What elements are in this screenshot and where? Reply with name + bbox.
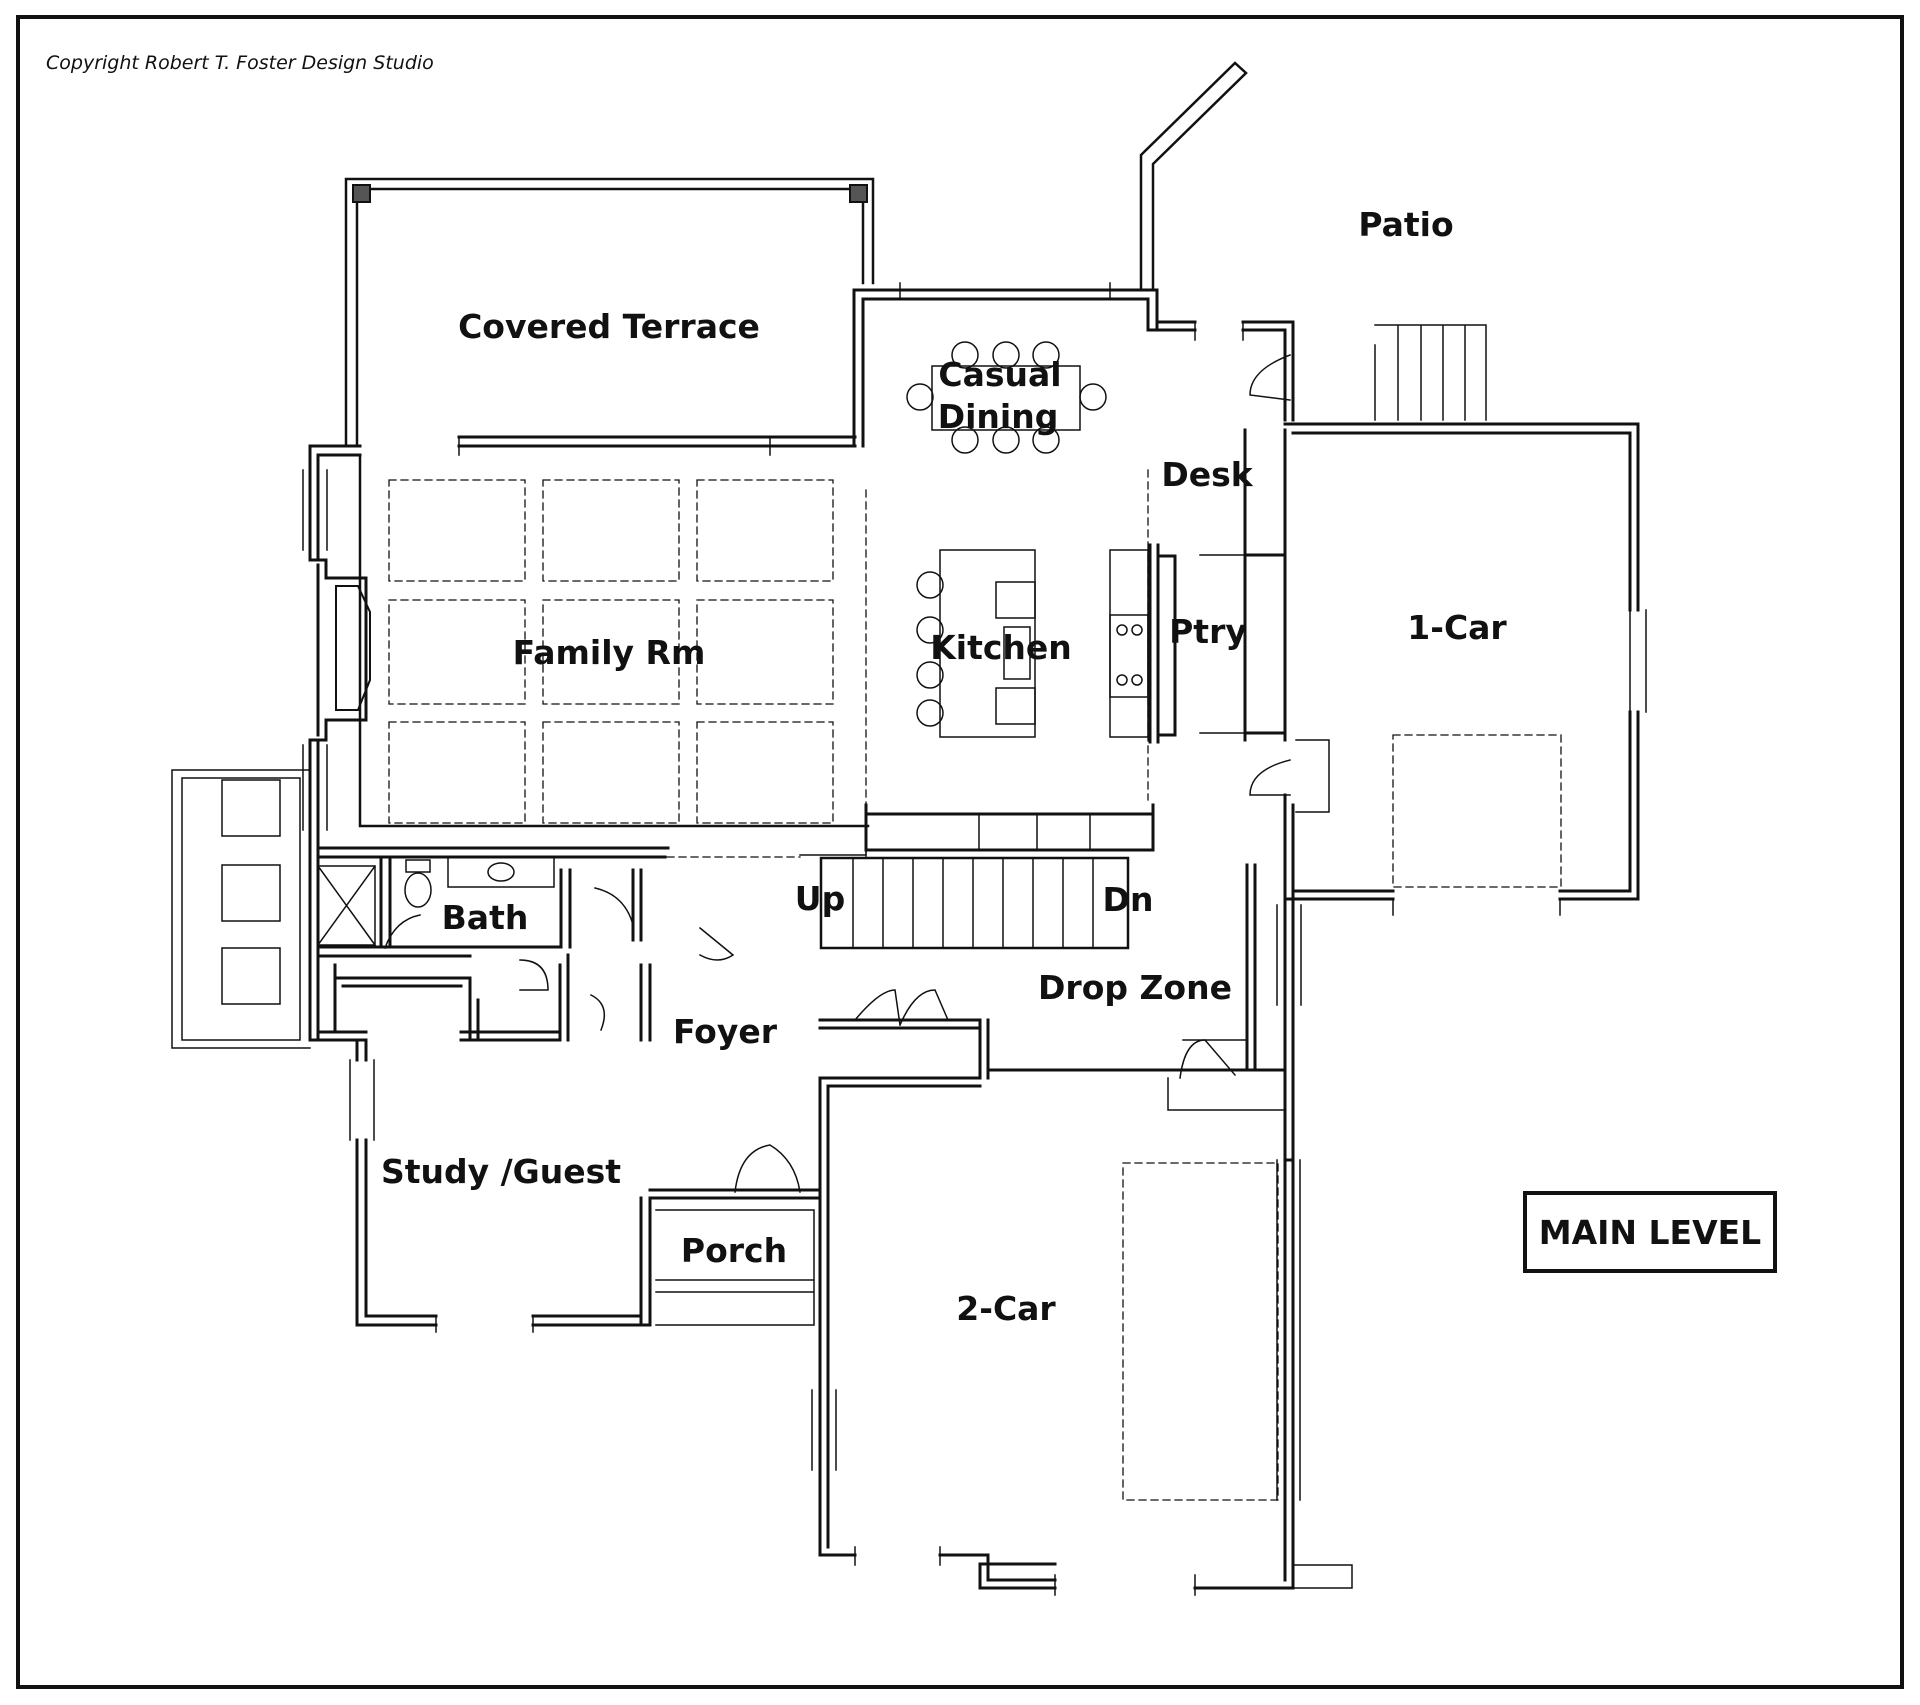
room-label-porch: Porch — [680, 1231, 788, 1271]
fireplace — [308, 558, 371, 742]
room-label-study-guest: Study /Guest — [380, 1152, 622, 1192]
kitchen-range — [1109, 549, 1149, 738]
room-label-1-car: 1-Car — [1407, 608, 1507, 648]
dining-table — [906, 341, 1107, 454]
side-planter — [171, 769, 311, 1049]
bath-walls — [316, 846, 670, 1042]
kitchen-counter — [864, 543, 1177, 852]
room-label-casual-dining-line2: Dining — [937, 397, 1059, 437]
kitchen-island — [916, 549, 1036, 738]
room-label-ptry: Ptry — [1169, 612, 1247, 652]
level-title-box: MAIN LEVEL — [1523, 1191, 1777, 1273]
garage-doors — [1122, 734, 1562, 1501]
ceiling-coffers — [388, 469, 1149, 861]
stair-label-dn: Dn — [1102, 880, 1154, 920]
room-label-foyer: Foyer — [672, 1012, 778, 1052]
room-label-bath: Bath — [441, 898, 529, 938]
room-label-2-car: 2-Car — [956, 1289, 1056, 1329]
room-label-family-rm: Family Rm — [512, 633, 706, 673]
room-label-desk: Desk — [1161, 455, 1253, 495]
room-label-kitchen: Kitchen — [930, 628, 1072, 668]
step — [1292, 1564, 1353, 1589]
copyright-text: Copyright Robert T. Foster Design Studio — [46, 52, 434, 74]
terrace-post — [352, 184, 371, 203]
stairs — [799, 324, 1487, 950]
windows — [302, 282, 1647, 1596]
pantry-walls — [1199, 428, 1287, 742]
door-swings — [384, 354, 1291, 1193]
room-label-drop-zone: Drop Zone — [1038, 968, 1232, 1008]
room-label-patio: Patio — [1358, 205, 1454, 245]
terrace-post — [849, 184, 868, 203]
room-label-covered-terrace: Covered Terrace — [458, 307, 760, 347]
bath-fixtures — [316, 856, 555, 947]
stair-label-up: Up — [794, 879, 846, 919]
level-title: MAIN LEVEL — [1538, 1212, 1762, 1252]
room-label-casual-dining-line1: Casual — [938, 355, 1062, 395]
family-room-inner — [358, 453, 870, 828]
covered-terrace-outline — [344, 177, 875, 447]
frame-border — [16, 15, 1904, 1689]
